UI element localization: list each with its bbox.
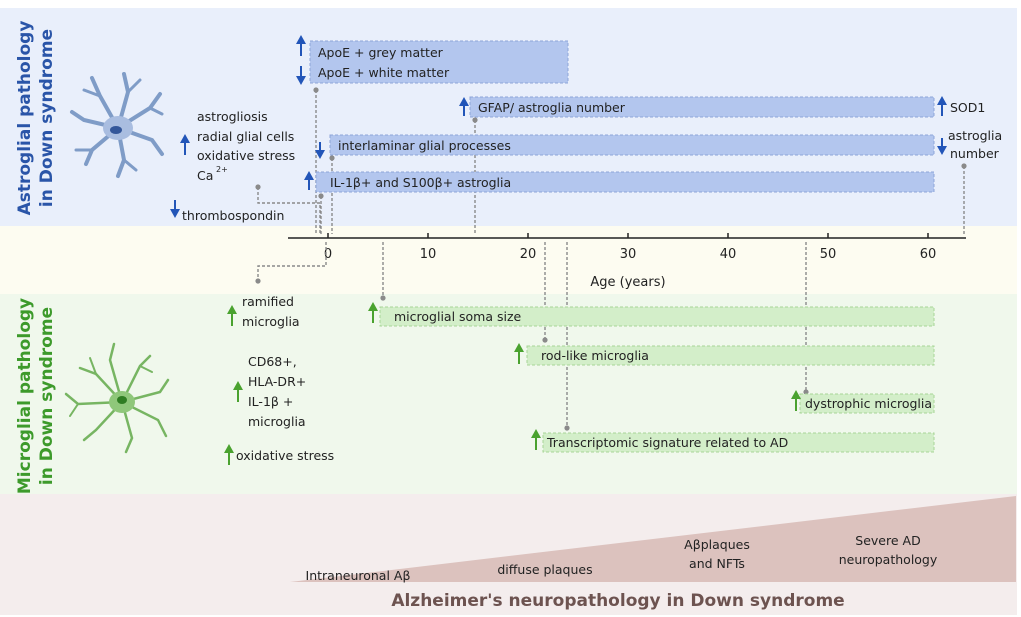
soma-size-label: microglial soma size — [394, 309, 522, 324]
microglial-title-line1: Microglial pathology — [15, 298, 35, 494]
micro-arrows — [224, 302, 801, 465]
neuropathology-title: Alzheimer's neuropathology in Down syndr… — [391, 591, 844, 611]
hladr-label: HLA-DR+ — [248, 374, 306, 389]
astro-arrows — [170, 35, 947, 218]
stage-plaques-label-2: and NFTs — [689, 556, 745, 571]
arrow-up-dystrophic-icon — [791, 390, 801, 411]
astroglial-title-line1: Astroglial pathology — [15, 21, 35, 216]
interlaminar-label: interlaminar glial processes — [338, 138, 511, 153]
interlaminar-bar — [329, 134, 935, 156]
arrow-up-apoe-grey-icon — [296, 35, 306, 56]
apoe-bar — [309, 40, 569, 84]
axis-tick-label-60: 60 — [920, 247, 937, 262]
arrow-down-thrombospondin-icon — [170, 200, 180, 218]
axis-tick-label-40: 40 — [720, 247, 737, 262]
arrow-up-transcriptomic-icon — [531, 429, 541, 450]
arrow-up-astrogliosis-icon — [180, 134, 190, 155]
microglial-title-line2: in Down syndrome — [37, 307, 57, 485]
astroglia-label: astroglia — [948, 128, 1002, 143]
gfap-label: GFAP/ astroglia number — [478, 100, 626, 115]
axis-tick-label-0: 0 — [324, 247, 332, 262]
rod-like-label: rod-like microglia — [541, 348, 649, 363]
rod-like-bar — [526, 345, 935, 366]
arrow-up-gfap-icon — [459, 97, 469, 116]
stage-intraneuronal-label: Intraneuronal Aβ — [306, 568, 411, 583]
il1b-astroglia-label: IL-1β+ and S100β+ astroglia — [330, 175, 511, 190]
ramified-label-1: ramified — [242, 294, 294, 309]
radial-glial-label: radial glial cells — [197, 129, 294, 144]
ramified-label-2: microglia — [242, 314, 300, 329]
arrow-down-interlaminar-icon — [315, 142, 325, 159]
cd68-label: CD68+, — [248, 354, 297, 369]
arrow-up-soma-icon — [368, 302, 378, 323]
neuropathology-progression-wedge — [290, 496, 1016, 582]
stage-diffuse-label: diffuse plaques — [497, 562, 592, 577]
sod1-label: SOD1 — [950, 100, 985, 115]
micro-il1b-label: IL-1β + — [248, 394, 293, 409]
axis-tick-label-20: 20 — [520, 247, 537, 262]
arrow-up-micro-oxidative-icon — [224, 444, 234, 465]
astroglial-title-line2: in Down syndrome — [37, 29, 57, 207]
arrow-down-astroglia-number-icon — [937, 138, 947, 155]
axis-tick-label-30: 30 — [620, 247, 637, 262]
astrogliosis-label: astrogliosis — [197, 109, 268, 124]
dystrophic-bar — [799, 393, 935, 414]
microglia-nucleus — [117, 396, 127, 404]
astro-connector-dots — [255, 87, 967, 199]
micro-oxidative-label: oxidative stress — [236, 448, 334, 463]
arrow-up-rod-like-icon — [514, 343, 524, 364]
axis-tick-label-10: 10 — [420, 247, 437, 262]
dystrophic-label: dystrophic microglia — [805, 396, 932, 411]
arrow-up-ramified-icon — [227, 305, 237, 326]
age-axis-label: Age (years) — [590, 275, 665, 290]
micro-connector-dots — [255, 278, 809, 431]
apoe-grey-label: ApoE + grey matter — [318, 45, 444, 60]
axis-tick-label-50: 50 — [820, 247, 837, 262]
arrow-up-cd68-icon — [233, 381, 243, 402]
micro-microglia-label: microglia — [248, 414, 306, 429]
arrow-up-sod1-icon — [937, 96, 947, 116]
soma-size-bar — [379, 306, 935, 327]
stage-severe-label-2: neuropathology — [839, 552, 938, 567]
microglia-cell-icon — [64, 342, 170, 454]
gfap-bar — [469, 96, 935, 118]
transcriptomic-bar — [542, 432, 935, 453]
axis-section-bg — [0, 226, 1017, 294]
transcriptomic-label: Transcriptomic signature related to AD — [546, 435, 788, 450]
stage-plaques-label-1: Aβplaques — [684, 537, 750, 552]
number-label: number — [950, 146, 1000, 161]
arrow-up-il1b-icon — [304, 171, 314, 190]
astro-oxidative-label: oxidative stress — [197, 148, 295, 163]
astrocyte-nucleus — [110, 126, 122, 134]
age-axis-ticks: 0 10 20 30 40 50 60 — [324, 233, 936, 262]
thrombospondin-label: thrombospondin — [182, 208, 284, 223]
il1b-astroglia-bar — [315, 171, 935, 193]
arrow-down-apoe-white-icon — [296, 66, 306, 85]
calcium-superscript: 2+ — [216, 165, 228, 174]
calcium-label: Ca — [197, 168, 213, 183]
stage-severe-label-1: Severe AD — [855, 533, 920, 548]
apoe-white-label: ApoE + white matter — [318, 65, 450, 80]
